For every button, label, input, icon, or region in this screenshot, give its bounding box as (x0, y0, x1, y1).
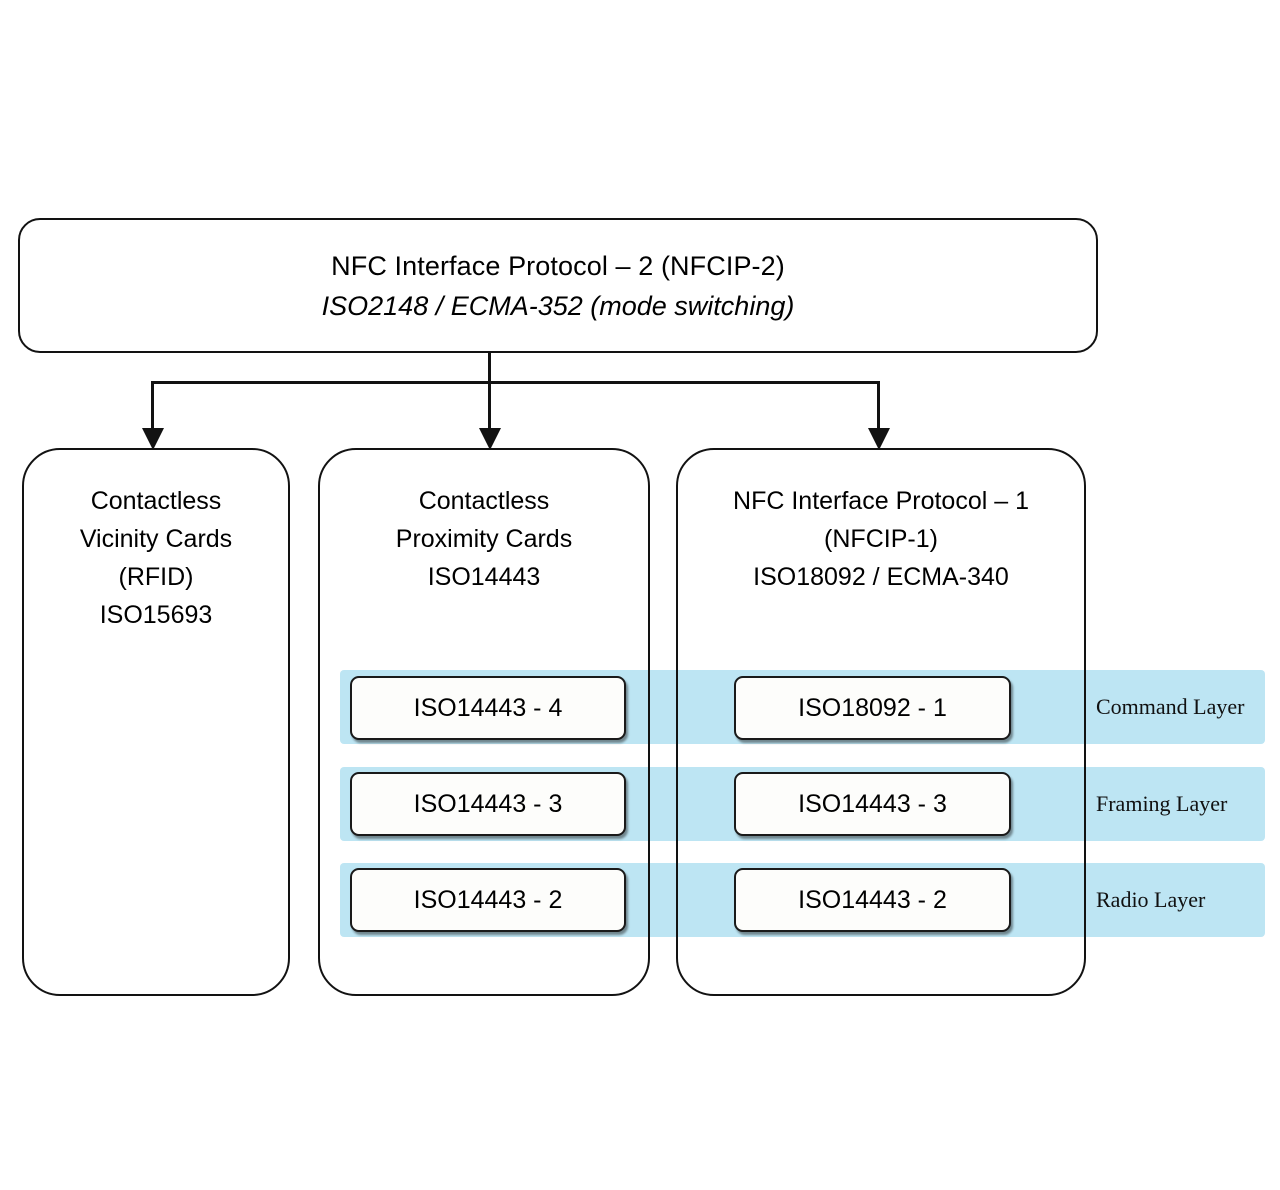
chip-proximity-radio: ISO14443 - 2 (350, 868, 626, 932)
connector-drop-left (151, 381, 154, 430)
chip-nfcip1-radio: ISO14443 - 2 (734, 868, 1011, 932)
nfcip1-title-line-2: (NFCIP-1) (824, 525, 938, 553)
nfcip2-title-line-1: NFC Interface Protocol – 2 (NFCIP-2) (331, 250, 785, 281)
arrow-down-icon-right (868, 428, 890, 450)
nfcip2-title-box: NFC Interface Protocol – 2 (NFCIP-2) ISO… (18, 218, 1098, 353)
vicinity-title-line-4: ISO15693 (99, 601, 213, 629)
vicinity-title-line-2: Vicinity Cards (79, 525, 233, 553)
proximity-title-line-3: ISO14443 (427, 563, 541, 591)
nfcip1-title-line-1: NFC Interface Protocol – 1 (733, 487, 1029, 515)
connector-bus (151, 381, 880, 384)
vicinity-title-line-3: (RFID) (118, 563, 194, 591)
box-contactless-vicinity-cards: Contactless Vicinity Cards (RFID) ISO156… (22, 448, 290, 996)
vicinity-title-line-1: Contactless (90, 487, 222, 515)
chip-proximity-framing: ISO14443 - 3 (350, 772, 626, 836)
arrow-down-icon-middle (479, 428, 501, 450)
layer-label-radio: Radio Layer (1096, 887, 1206, 912)
layer-label-framing: Framing Layer (1096, 791, 1228, 816)
connector-drop-middle (488, 381, 491, 430)
nfcip1-title-line-3: ISO18092 / ECMA-340 (753, 563, 1009, 591)
arrow-down-icon-left (142, 428, 164, 450)
connector-drop-right (877, 381, 880, 430)
box-nfc-interface-protocol-1: NFC Interface Protocol – 1 (NFCIP-1) ISO… (676, 448, 1086, 996)
chip-proximity-command: ISO14443 - 4 (350, 676, 626, 740)
chip-nfcip1-command: ISO18092 - 1 (734, 676, 1011, 740)
box-contactless-proximity-cards: Contactless Proximity Cards ISO14443 (318, 448, 650, 996)
proximity-title-line-2: Proximity Cards (395, 525, 573, 553)
nfcip2-title-line-2: ISO2148 / ECMA-352 (mode switching) (321, 290, 795, 321)
chip-nfcip1-framing: ISO14443 - 3 (734, 772, 1011, 836)
layer-label-command: Command Layer (1096, 694, 1245, 719)
proximity-title-line-1: Contactless (418, 487, 550, 515)
connector-stem (488, 353, 491, 383)
